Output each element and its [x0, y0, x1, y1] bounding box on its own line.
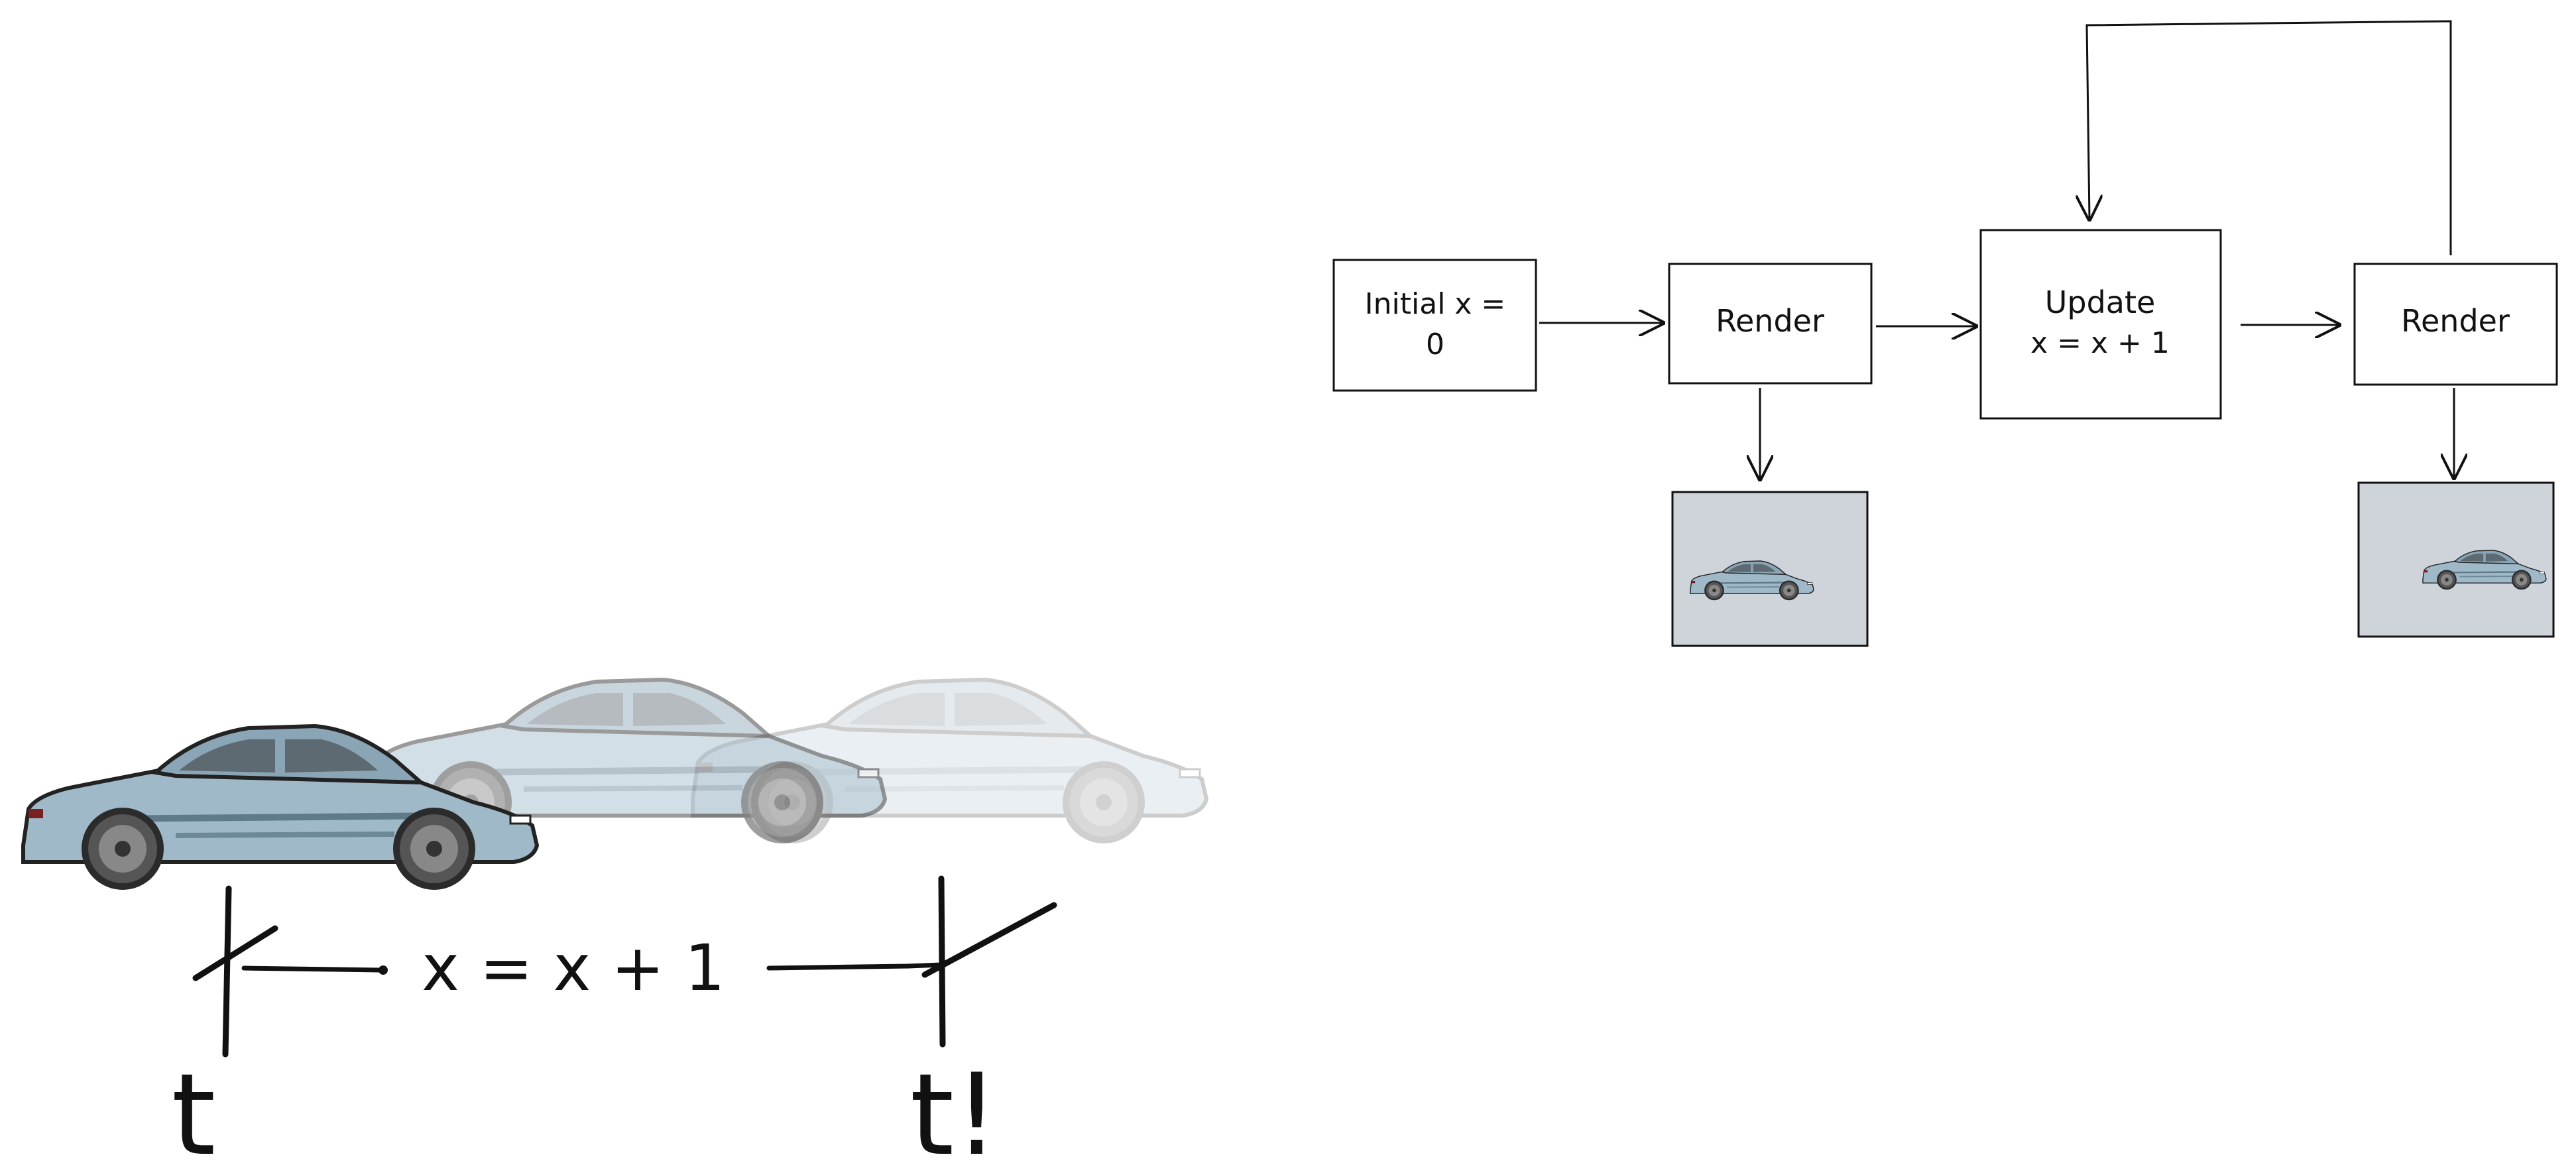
- interval-arrow: [241, 962, 944, 973]
- render-box-2: [2353, 263, 2558, 386]
- tick-end: [921, 875, 1057, 1048]
- time-label-end: t!: [910, 1050, 1000, 1175]
- update-label-line2: x = x + 1: [2030, 326, 2170, 360]
- tick-start: [192, 885, 278, 1058]
- timeline-equation: x = x + 1: [422, 931, 725, 1005]
- render-box-1: [1668, 263, 1873, 385]
- motion-illustration: x = x + 1 t t!: [23, 680, 1206, 1175]
- render-label-2: Render: [2401, 303, 2510, 339]
- init-box: [1332, 259, 1537, 392]
- render-frame-2: [2357, 481, 2555, 638]
- flowchart: [1332, 20, 2558, 647]
- update-label-line1: Update: [2045, 284, 2156, 320]
- loop-arrow: [2087, 20, 2452, 255]
- init-label-line1: Initial x =: [1365, 287, 1506, 321]
- update-box: [1979, 229, 2222, 420]
- render-label-1: Render: [1716, 303, 1824, 339]
- init-label-line2: 0: [1426, 328, 1444, 361]
- time-label-start: t: [172, 1050, 216, 1175]
